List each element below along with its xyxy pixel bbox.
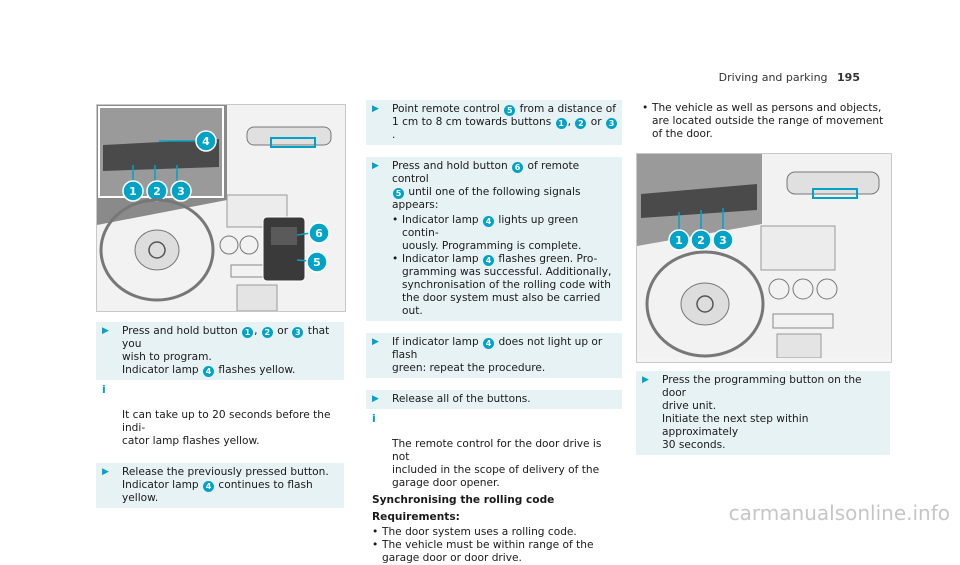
step-line: 5 until one of the following signals app… <box>392 186 581 211</box>
column-1: ▶ Press and hold button 1, 2 or 3 that y… <box>96 322 344 508</box>
svg-text:1: 1 <box>675 234 683 247</box>
step-line: Indicator lamp 4 continues to flash yell… <box>122 479 313 504</box>
svg-text:6: 6 <box>315 227 323 240</box>
callout-badge: 2 <box>575 118 587 129</box>
callout-badge: 4 <box>483 255 495 266</box>
watermark: carmanualsonline.info <box>728 501 950 525</box>
svg-text:4: 4 <box>202 135 210 148</box>
step-text: Release all of the buttons. <box>392 393 618 406</box>
note-text: The remote control for the door drive is… <box>392 438 602 489</box>
step-line: Release the previously pressed button. <box>122 466 329 478</box>
step-text: If indicator lamp 4 does not light up or… <box>392 336 618 375</box>
instruction-step: ▶ Press and hold button 6 of remote cont… <box>366 157 622 321</box>
info-note: i The remote control for the door drive … <box>366 412 622 490</box>
step-line: Point remote control 5 from a distance o… <box>392 103 616 116</box>
requirements-list: The door system uses a rolling code. The… <box>366 526 622 565</box>
info-icon: i <box>102 383 106 396</box>
callout-badge: 4 <box>483 338 495 349</box>
step-text: Press and hold button 1, 2 or 3 that you… <box>122 325 340 377</box>
step-text: Point remote control 5 from a distance o… <box>392 103 618 142</box>
step-line: 1 cm to 8 cm towards buttons 1, 2 or 3. <box>392 116 618 142</box>
step-text: Release the previously pressed button. I… <box>122 466 340 505</box>
signal-list: Indicator lamp 4 lights up green contin-… <box>392 214 618 318</box>
callout-badge: 6 <box>512 162 524 173</box>
step-arrow-icon: ▶ <box>102 326 109 336</box>
section-title: Driving and parking <box>718 71 828 84</box>
callout-badge: 2 <box>261 327 273 338</box>
svg-text:5: 5 <box>313 256 321 269</box>
svg-text:2: 2 <box>697 234 705 247</box>
page-header: Driving and parking 195 <box>719 71 860 84</box>
list-item: The vehicle must be within range of the … <box>372 539 622 565</box>
callout-badge: 1 <box>555 118 567 129</box>
car-interior-drawing: 1 2 3 <box>637 154 891 359</box>
step-arrow-icon: ▶ <box>372 104 379 114</box>
callout-badge: 4 <box>203 366 215 377</box>
svg-text:2: 2 <box>153 185 161 198</box>
info-note: i It can take up to 20 seconds before th… <box>96 383 344 448</box>
instruction-step: ▶ Press and hold button 1, 2 or 3 that y… <box>96 322 344 380</box>
step-line: Indicator lamp 4 flashes yellow. <box>122 364 296 377</box>
step-arrow-icon: ▶ <box>372 161 379 171</box>
step-line: Initiate the next step within approximat… <box>662 413 809 438</box>
list-item: Indicator lamp 4 flashes green. Pro- gra… <box>392 253 618 318</box>
step-line: drive unit. <box>662 400 717 412</box>
step-line: Press and hold button 6 of remote contro… <box>392 160 580 185</box>
instruction-step: ▶ Press the programming button on the do… <box>636 371 890 455</box>
step-text: Press the programming button on the door… <box>662 374 886 452</box>
step-arrow-icon: ▶ <box>642 375 649 385</box>
step-line: Release all of the buttons. <box>392 393 531 405</box>
svg-text:3: 3 <box>177 185 185 198</box>
step-arrow-icon: ▶ <box>102 467 109 477</box>
instruction-step: ▶ If indicator lamp 4 does not light up … <box>366 333 622 378</box>
svg-text:3: 3 <box>719 234 727 247</box>
requirements-label: Requirements: <box>372 511 460 523</box>
illustration-overhead-buttons: 1 2 3 <box>636 153 892 363</box>
callout-badge: 4 <box>483 216 495 227</box>
callout-badge: 5 <box>504 105 516 116</box>
section-heading: Synchronising the rolling code <box>372 494 555 506</box>
step-line: wish to program. <box>122 351 212 363</box>
column-3: The vehicle as well as persons and objec… <box>636 100 890 141</box>
step-text: Press and hold button 6 of remote contro… <box>392 160 618 318</box>
illustration-overhead-control-panel: 4 1 2 3 6 5 <box>96 104 346 312</box>
callout-badge: 5 <box>393 188 404 199</box>
instruction-step: ▶ Release all of the buttons. <box>366 390 622 409</box>
column-3-steps: ▶ Press the programming button on the do… <box>636 371 890 455</box>
car-interior-drawing: 4 1 2 3 6 5 <box>97 105 345 311</box>
callout-badge: 3 <box>292 327 304 338</box>
callout-badge: 1 <box>242 327 254 338</box>
step-line: Press and hold button 1, 2 or 3 that you <box>122 325 330 350</box>
page-number: 195 <box>837 71 860 84</box>
info-icon: i <box>372 412 376 425</box>
instruction-step: ▶ Point remote control 5 from a distance… <box>366 100 622 145</box>
step-line: Press the programming button on the door <box>662 374 862 399</box>
step-line: If indicator lamp 4 does not light up or… <box>392 336 603 361</box>
callout-badge: 3 <box>605 118 617 129</box>
step-arrow-icon: ▶ <box>372 337 379 347</box>
step-line: 30 seconds. <box>662 439 726 451</box>
step-line: green: repeat the procedure. <box>392 362 546 374</box>
svg-text:1: 1 <box>129 185 137 198</box>
conditions-list: The vehicle as well as persons and objec… <box>636 102 890 141</box>
step-arrow-icon: ▶ <box>372 394 379 404</box>
column-2: ▶ Point remote control 5 from a distance… <box>366 100 622 565</box>
note-text: It can take up to 20 seconds before the … <box>122 409 331 447</box>
instruction-step: ▶ Release the previously pressed button.… <box>96 463 344 508</box>
list-item: Indicator lamp 4 lights up green contin-… <box>392 214 618 253</box>
callout-badge: 4 <box>203 481 215 492</box>
list-item: The vehicle as well as persons and objec… <box>642 102 890 141</box>
